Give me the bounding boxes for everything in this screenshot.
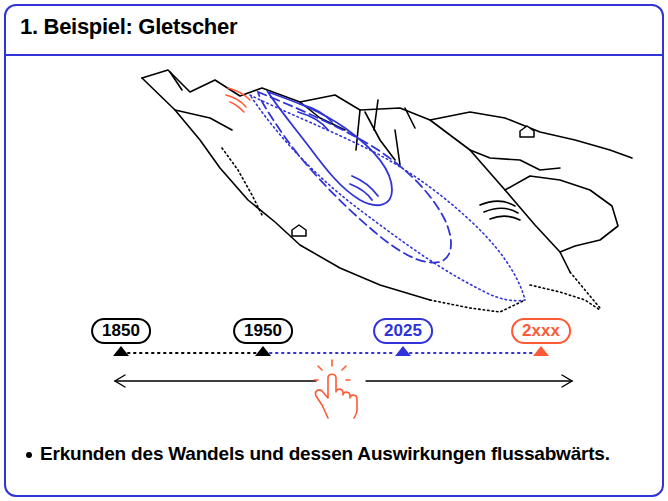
year-label: 1950 — [244, 321, 282, 340]
mountain-lines-part — [490, 216, 520, 220]
touch-hand-icon-part — [315, 374, 357, 418]
timeline-marker-part — [533, 346, 549, 356]
timeline-dots-part — [270, 352, 396, 354]
timeline-dots-part — [128, 352, 256, 354]
timeline-marker — [113, 346, 549, 356]
timeline-marker-part — [255, 346, 271, 356]
mountain-lines-part — [142, 70, 570, 272]
timeline-marker-part — [113, 346, 129, 356]
year-label: 2xxx — [522, 321, 560, 340]
bullet-dot — [26, 452, 32, 458]
moraine-dots-part — [530, 285, 600, 310]
glacier-future-part — [228, 88, 250, 100]
mountain-lines-part — [405, 108, 415, 128]
glacier-1850-part — [250, 95, 525, 301]
timeline-dots-part — [410, 352, 534, 354]
mountain-lines-part — [374, 100, 378, 130]
year-label: 2025 — [384, 321, 422, 340]
mountain-lines-part — [300, 102, 345, 130]
glacier-2025-part — [350, 184, 372, 200]
glacier-1850 — [250, 95, 525, 301]
year-label: 1850 — [102, 321, 140, 340]
slider-arrow-part — [562, 375, 572, 387]
slider-arrow-part — [366, 380, 572, 381]
timeline-marker-part — [395, 346, 411, 356]
mountain-lines-part — [484, 208, 518, 213]
mountain-lines-part — [170, 72, 232, 130]
mountain-lines-part — [470, 150, 560, 170]
glacier-2025-part — [268, 92, 392, 205]
year-pill: 1950 — [233, 318, 293, 344]
glacier-future-part — [230, 102, 244, 112]
year-pill: 2xxx — [511, 318, 571, 344]
timeline-dots — [128, 352, 534, 354]
moraine-dots-part — [430, 300, 525, 312]
moraine-dots — [222, 148, 600, 312]
title: 1. Beispiel: Gletscher — [20, 14, 237, 40]
mountain-lines-part — [480, 201, 515, 206]
card-frame — [4, 4, 664, 497]
mountain-lines-part — [430, 112, 632, 158]
house-icon-part — [520, 126, 534, 137]
mountain-lines — [142, 70, 632, 300]
bullet-text: Erkunden des Wandels und dessen Auswirku… — [40, 443, 610, 465]
glacier-1950 — [258, 92, 451, 263]
slider-arrow-part — [115, 375, 125, 387]
house-icon-part — [292, 225, 306, 236]
slider-arrow — [115, 375, 572, 387]
mountain-lines-part — [365, 112, 395, 160]
slider-arrow-part — [115, 380, 316, 381]
mountain-lines-part — [395, 130, 400, 165]
year-pill: 1850 — [91, 318, 151, 344]
glacier-2025-part — [298, 112, 328, 130]
house-icon — [292, 126, 534, 236]
glacier-1950-part — [258, 92, 451, 263]
header-rule — [6, 54, 662, 56]
moraine-dots-part — [570, 272, 600, 308]
glacier-2025 — [268, 92, 392, 205]
moraine-dots-part — [222, 148, 262, 215]
year-pill: 2025 — [373, 318, 433, 344]
glacier-future — [226, 88, 250, 112]
mountain-lines-part — [505, 176, 618, 252]
touch-hand-icon — [314, 360, 357, 418]
